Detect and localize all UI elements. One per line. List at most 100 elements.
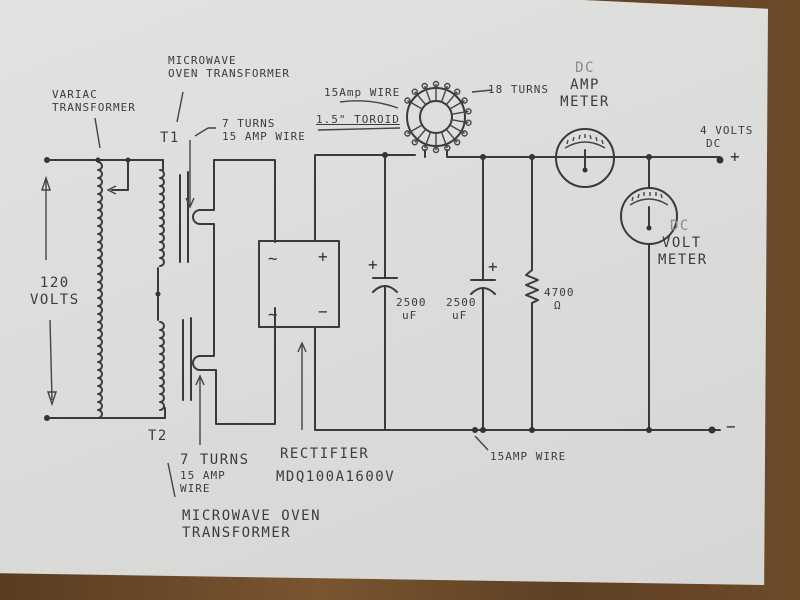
- toroid-wire-label: 15Amp WIRE: [324, 86, 401, 99]
- resistor-value: 4700: [544, 286, 575, 299]
- input-terminals: [41, 157, 166, 421]
- arrowhead: [297, 341, 307, 353]
- secondary-bottom-wire-2: WIRE: [180, 482, 211, 495]
- capacitor-2-value: 2500: [446, 296, 477, 309]
- variac-wiper-arrow: [106, 185, 117, 195]
- secondary-bottom-wire-1: 15 AMP: [180, 469, 226, 482]
- junction: [125, 157, 131, 163]
- mot-bottom-line2: TRANSFORMER: [182, 525, 292, 541]
- toroid-turn-loop: [432, 146, 440, 154]
- toroid-size-label: 1.5" TOROID: [316, 113, 400, 126]
- rectifier-ac-terminal-1: ~: [268, 249, 279, 268]
- rectifier-label: RECTIFIER MDQ100A1600V: [276, 446, 395, 486]
- toroid-turn-loop: [404, 130, 411, 137]
- mot-top-pointer: [176, 91, 184, 123]
- mot-top-line2: OVEN TRANSFORMER: [168, 67, 290, 80]
- voltage-arrow-down: [49, 319, 53, 401]
- capacitor-2: [470, 154, 496, 433]
- output-voltage: 4 VOLTS: [700, 124, 754, 137]
- capacitor-1-polarity: +: [368, 255, 379, 274]
- output-minus-sign: −: [726, 417, 737, 436]
- voltmeter-label-line3: METER: [658, 252, 708, 268]
- t2-primary-coil: [159, 321, 165, 411]
- capacitor-1-value: 2500: [396, 296, 427, 309]
- capacitor-2-unit: uF: [452, 309, 468, 322]
- secondary-top-wire: [213, 159, 276, 243]
- capacitor-2-polarity: +: [488, 257, 499, 276]
- junction: [155, 291, 161, 297]
- rectifier-ac-terminal-2: ~: [268, 305, 279, 324]
- capacitor-1: [372, 152, 398, 431]
- output-terminal-positive[interactable]: [716, 156, 724, 164]
- coil-winding: [97, 161, 103, 419]
- secondary-bottom-label: 7 TURNS 15 AMP WIRE: [180, 452, 250, 495]
- toroid-turn-loop: [454, 139, 461, 146]
- output-voltage-label: 4 VOLTS DC: [700, 124, 753, 150]
- ground-rail: [314, 326, 721, 431]
- toroid-turn-loop: [404, 97, 411, 104]
- voltmeter: [620, 154, 678, 433]
- toroid-inner: [419, 100, 453, 134]
- secondary-top-turns: 7 TURNS: [222, 117, 276, 130]
- mot-bottom-pointer: [167, 462, 176, 498]
- input-voltage-label: 120 VOLTS: [30, 275, 80, 309]
- resistor-unit: Ω: [554, 299, 562, 312]
- toroid-turn-loop: [444, 82, 451, 90]
- input-voltage-value: 120: [39, 275, 70, 291]
- positive-rail: [424, 149, 721, 158]
- mot-bottom-line1: MICROWAVE OVEN: [182, 508, 322, 524]
- secondary-top-label: 7 TURNS 15 AMP WIRE: [222, 117, 306, 143]
- secondary-bottom-turns: 7 TURNS: [180, 452, 250, 468]
- resistor-label: 4700 Ω: [544, 286, 575, 312]
- capacitor-1-unit: uF: [402, 309, 418, 322]
- toroid-turn-loop: [461, 130, 468, 137]
- secondary-top-wire-label: 15 AMP WIRE: [222, 130, 306, 143]
- turns-pointer: [471, 89, 493, 93]
- mot-top-label: MICROWAVE OVEN TRANSFORMER: [168, 54, 290, 80]
- mot-bottom-label: MICROWAVE OVEN TRANSFORMER: [182, 508, 321, 542]
- variac-label-text: VARIAC TRANSFORMER: [52, 88, 136, 114]
- capacitor-1-label: 2500 uF: [396, 296, 427, 322]
- toroid-turn-loop: [411, 139, 418, 146]
- rectifier-plus-terminal: +: [318, 247, 329, 266]
- t1-primary-coil: [159, 169, 165, 267]
- toroid-pointer: [317, 127, 401, 131]
- capacitor-2-label: 2500 uF: [446, 296, 477, 322]
- resistor: [525, 154, 539, 433]
- junction: [472, 427, 478, 433]
- variac-label: VARIAC TRANSFORMER: [52, 88, 152, 114]
- toroid-turn-loop: [411, 88, 418, 95]
- toroid-turns-label: 18 TURNS: [488, 83, 549, 96]
- ammeter-label-line2: AMP: [570, 77, 600, 93]
- ammeter-label: DC AMP METER: [550, 60, 620, 111]
- toroid-inductor: [404, 80, 472, 154]
- turns-pointer-top: [194, 127, 216, 137]
- output-type: DC: [706, 137, 722, 150]
- arrowhead-down: [47, 391, 57, 407]
- toroid-turn-loop: [465, 119, 472, 126]
- toroid-turn-loop: [465, 108, 472, 115]
- voltmeter-label-line1: DC: [670, 218, 690, 234]
- coil-winding: [159, 321, 165, 411]
- mot-top-line1: MICROWAVE: [168, 54, 237, 67]
- t1-label: T1: [160, 130, 180, 146]
- arrowhead-up: [41, 175, 51, 191]
- t2-core: [182, 317, 192, 401]
- rect-plus-wire: [314, 154, 416, 242]
- ground-wire-label: 15AMP WIRE: [490, 450, 567, 463]
- voltmeter-label-line2: VOLT: [662, 235, 702, 251]
- secondary-loop: [192, 159, 276, 425]
- arrowhead: [185, 197, 195, 209]
- rectifier-title: RECTIFIER: [280, 446, 370, 462]
- output-terminal-negative[interactable]: [708, 426, 716, 434]
- t2-label: T2: [148, 428, 168, 444]
- toroid-turn-loop: [421, 82, 428, 90]
- rectifier-minus-terminal: −: [318, 302, 329, 321]
- ammeter-label-line3: METER: [560, 94, 610, 110]
- junction: [95, 157, 101, 163]
- variac-wiper: [111, 159, 129, 191]
- toroid-turn-loop: [432, 80, 440, 88]
- toroid-turn-loop: [454, 88, 461, 95]
- toroid-turn-loop: [461, 97, 468, 104]
